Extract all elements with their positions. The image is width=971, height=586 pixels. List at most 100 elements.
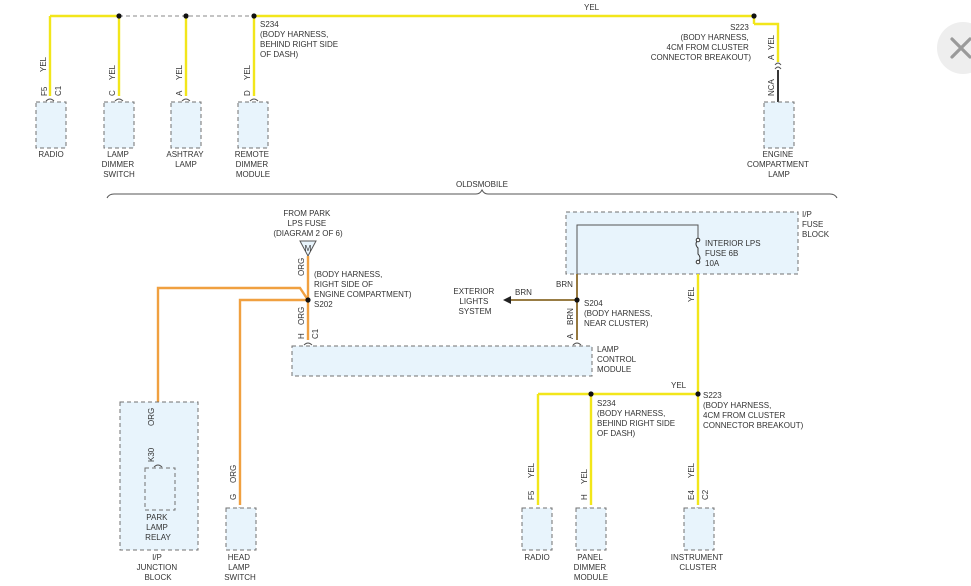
connector-symbol [45, 98, 55, 102]
bottom-section: FROM PARK LPS FUSE (DIAGRAM 2 OF 6) M OR… [119, 209, 830, 582]
connector-symbol [249, 98, 259, 102]
lamp-dimmer-switch-box [103, 101, 135, 149]
connector-symbol [572, 342, 582, 346]
remote-dimmer-pin: D [243, 90, 252, 96]
fuse-terminal [695, 259, 701, 265]
instrument-cluster-wire-color: YEL [687, 462, 696, 478]
top-section: YEL S234 (BODY HARNESS, BEHIND RIGHT SID… [35, 3, 811, 179]
close-button[interactable] [937, 22, 971, 74]
org-h-wire-color: ORG [297, 307, 306, 325]
fuse-6b-symbol [695, 239, 701, 263]
lcm-circuit-h: C1 [311, 328, 320, 339]
radio-top-wire-color: YEL [39, 56, 48, 72]
splice-s223-bottom-dot [695, 391, 701, 397]
radio-bottom-pin: F5 [527, 490, 536, 500]
head-lamp-switch-wire-color: ORG [229, 465, 238, 483]
radio-top-label: RADIO [38, 150, 63, 159]
exterior-lights-arrow-icon [503, 296, 511, 304]
head-lamp-switch-pin: G [229, 494, 238, 500]
lamp-dimmer-switch-wire-color: YEL [108, 64, 117, 80]
panel-dimmer-module-box [575, 507, 607, 551]
exterior-lights-system-label: EXTERIOR LIGHTS SYSTEM [453, 287, 496, 316]
park-lamp-relay-pin: K30 [147, 447, 156, 462]
brn-a-wire-color: BRN [566, 308, 575, 325]
splice-s202-dot [305, 297, 311, 303]
park-lamp-relay-label: PARK LAMP RELAY [145, 513, 171, 542]
instrument-cluster-label: INSTRUMENT CLUSTER [671, 553, 726, 572]
panel-dimmer-module-label: PANEL DIMMER MODULE [574, 553, 609, 582]
radio-top-pin: F5 [40, 86, 49, 96]
remote-dimmer-wire-color: YEL [243, 64, 252, 80]
splice-s234-bottom-note: S234 (BODY HARNESS, BEHIND RIGHT SIDE OF… [597, 399, 677, 438]
lamp-dimmer-switch-pin: C [108, 90, 117, 96]
ashtray-lamp-wire-color: YEL [175, 64, 184, 80]
engine-compartment-lamp-label: ENGINE COMPARTMENT LAMP [747, 150, 811, 179]
connector-symbol [181, 98, 191, 102]
lcm-pin-h: H [297, 333, 306, 339]
ip-fuse-block-box [565, 211, 799, 275]
org-wire-head-lamp-switch [238, 298, 308, 505]
splice-s204-note: S204 (BODY HARNESS, NEAR CLUSTER) [584, 299, 655, 328]
radio-top-box [35, 101, 67, 149]
instrument-cluster-circuit: C2 [701, 489, 710, 500]
splice-s234-top-dot [251, 13, 257, 19]
inline-connector-symbol [774, 62, 782, 70]
oldsmobile-section-bracket: OLDSMOBILE [106, 180, 838, 199]
lamp-control-module-label: LAMP CONTROL MODULE [597, 345, 638, 374]
instrument-cluster-pin: E4 [687, 490, 696, 500]
exterior-lights-wire-color: BRN [515, 288, 532, 297]
radio-bottom-label: RADIO [524, 553, 549, 562]
engine-lamp-pin: A [767, 54, 776, 60]
head-lamp-switch-box [225, 507, 257, 551]
bottom-bus-wire-color: YEL [671, 381, 687, 390]
interior-lps-fuse-label: INTERIOR LPS FUSE 6B 10A [705, 239, 763, 268]
splice-s234-bottom-dot [588, 391, 594, 397]
ip-fuse-block-label: I/P FUSE BLOCK [802, 210, 830, 239]
org-feed-wire-color: ORG [297, 258, 306, 276]
from-park-lps-fuse-note: FROM PARK LPS FUSE (DIAGRAM 2 OF 6) [273, 209, 343, 238]
radio-top-circuit: C1 [54, 85, 63, 96]
park-lamp-relay-box [144, 467, 176, 511]
section-label: OLDSMOBILE [456, 180, 508, 189]
ashtray-lamp-pin: A [175, 90, 184, 96]
remote-dimmer-module-label: REMOTE DIMMER MODULE [235, 150, 271, 179]
engine-lamp-ground-code: NCA [767, 78, 776, 96]
splice-s223-top-note: S223 (BODY HARNESS, 4CM FROM CLUSTER CON… [651, 23, 752, 62]
splice-dot [183, 13, 189, 19]
splice-dot [116, 13, 122, 19]
radio-bottom-wire-color: YEL [527, 462, 536, 478]
wire-engine-compartment-lamp [754, 22, 780, 62]
lamp-control-module-box [291, 345, 593, 377]
splice-s204-dot [574, 297, 580, 303]
connector-symbol [114, 98, 124, 102]
close-icon [950, 37, 971, 59]
engine-compartment-lamp-box [763, 101, 795, 149]
panel-dimmer-wire-color: YEL [580, 468, 589, 484]
top-bus-wire-color: YEL [584, 3, 600, 12]
lamp-dimmer-switch-label: LAMP DIMMER SWITCH [102, 150, 137, 179]
fuse-internal-bus [576, 224, 699, 274]
ashtray-lamp-box [170, 101, 202, 149]
splice-s234-top-note: S234 (BODY HARNESS, BEHIND RIGHT SIDE OF… [260, 20, 340, 59]
lcm-pin-a: A [566, 333, 575, 339]
brn-fuse-wire-color: BRN [556, 280, 573, 289]
head-lamp-switch-label: HEAD LAMP SWITCH [224, 553, 256, 582]
ip-junction-block-label: I/P JUNCTION BLOCK [137, 553, 180, 582]
fuse-terminal [695, 237, 701, 243]
splice-s223-bottom-note: S223 (BODY HARNESS, 4CM FROM CLUSTER CON… [703, 391, 804, 430]
section-bracket-line [106, 188, 838, 199]
fuse-out-wire-color: YEL [687, 286, 696, 302]
instrument-cluster-box [683, 507, 715, 551]
park-lamp-relay-wire-color: ORG [147, 408, 156, 426]
engine-lamp-wire-color: YEL [767, 34, 776, 50]
splice-s202-note: (BODY HARNESS, RIGHT SIDE OF ENGINE COMP… [314, 270, 414, 309]
splice-s223-top-dot [751, 13, 757, 19]
park-fuse-marker-letter: M [305, 244, 312, 253]
connector-symbol [303, 342, 313, 346]
radio-bottom-box [521, 507, 553, 551]
ashtray-lamp-label: ASHTRAY LAMP [166, 150, 205, 169]
remote-dimmer-module-box [237, 101, 269, 149]
park-fuse-source-marker [299, 240, 317, 258]
connector-symbol [153, 464, 163, 468]
